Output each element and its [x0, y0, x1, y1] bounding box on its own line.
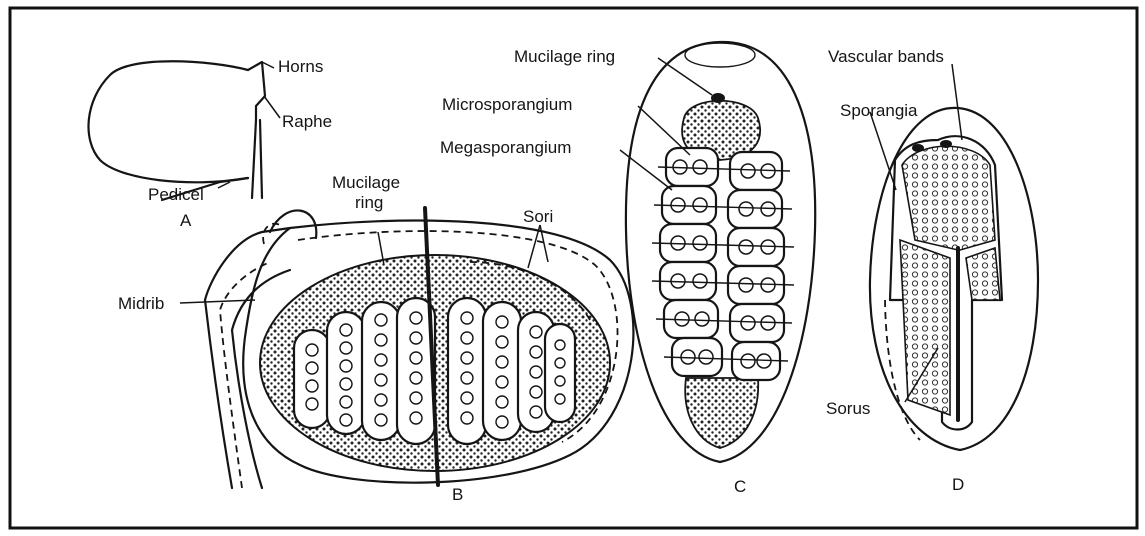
label-microsporangium: Microsporangium	[442, 95, 572, 114]
panel-letter-c: C	[734, 477, 746, 496]
label-midrib: Midrib	[118, 294, 164, 313]
label-mucilage-ring-c: Mucilage ring	[514, 47, 615, 66]
label-sorus: Sorus	[826, 399, 870, 418]
panel-letter-b: B	[452, 485, 463, 504]
label-sporangia: Sporangia	[840, 101, 918, 120]
label-raphe: Raphe	[282, 112, 332, 131]
panel-letter-d: D	[952, 475, 964, 494]
panel-d-sporocarp-section	[870, 64, 1038, 450]
panel-a-sporocarp-outline	[89, 61, 280, 200]
label-horns: Horns	[278, 57, 323, 76]
panel-letter-a: A	[180, 211, 192, 230]
label-mucilage-ring-b-line2: ring	[355, 193, 383, 212]
label-mucilage-ring-b-line1: Mucilage	[332, 173, 400, 192]
panel-c-sporocarp-section	[620, 42, 815, 462]
panel-b-sporocarp-longitudinal	[180, 208, 633, 488]
label-megasporangium: Megasporangium	[440, 138, 571, 157]
label-sori: Sori	[523, 207, 553, 226]
label-vascular-bands: Vascular bands	[828, 47, 944, 66]
label-pedicel: Pedicel	[148, 185, 204, 204]
